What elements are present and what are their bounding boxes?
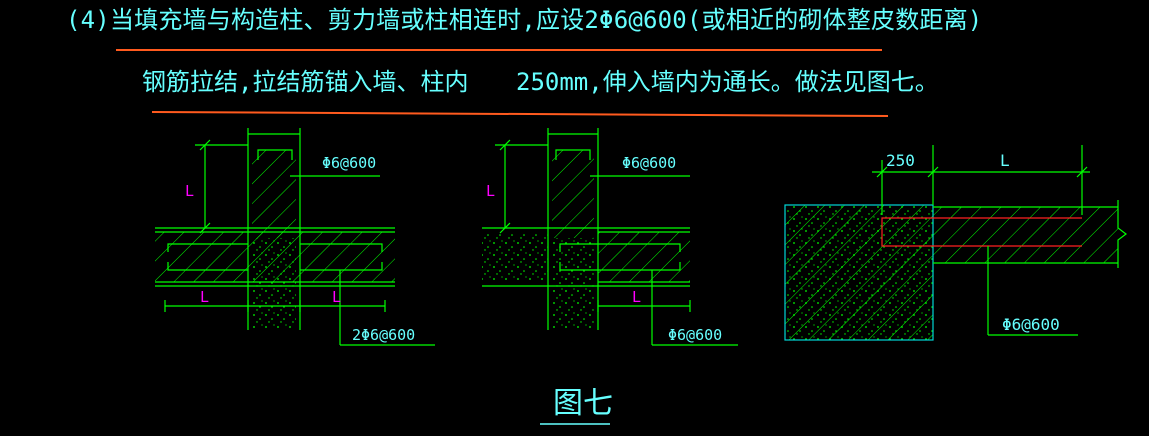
- detail-1-bottom-label: 2Φ6@600: [352, 326, 415, 344]
- note-line-2a: 钢筋拉结,拉结筋锚入墙、柱内: [142, 68, 469, 96]
- detail-1-dim-l-left: L: [200, 288, 209, 306]
- detail-3-dim-250: 250: [886, 151, 915, 170]
- note-line-2b: 250mm,伸入墙内为通长。做法见图七。: [516, 68, 939, 96]
- detail-1-rebar-label: Φ6@600: [322, 154, 376, 172]
- detail-1: [155, 128, 435, 346]
- detail-2-dim-l-right: L: [632, 288, 641, 306]
- detail-3: [784, 145, 1127, 341]
- detail-2: [482, 128, 738, 346]
- detail-2-bottom-label: Φ6@600: [668, 326, 722, 344]
- detail-2-dim-l-top: L: [486, 182, 495, 200]
- note-line-1: (4)当填充墙与构造柱、剪力墙或柱相连时,应设2Φ6@600(或相近的砌体整皮数…: [66, 6, 983, 34]
- detail-1-dim-l-top: L: [185, 182, 194, 200]
- detail-2-rebar-label: Φ6@600: [622, 154, 676, 172]
- detail-3-rebar-label: Φ6@600: [1002, 315, 1060, 334]
- underline-2: [151, 111, 889, 117]
- detail-1-dim-l-right: L: [332, 288, 341, 306]
- detail-3-dim-l: L: [1000, 151, 1010, 170]
- figure-caption: 图七: [553, 386, 613, 421]
